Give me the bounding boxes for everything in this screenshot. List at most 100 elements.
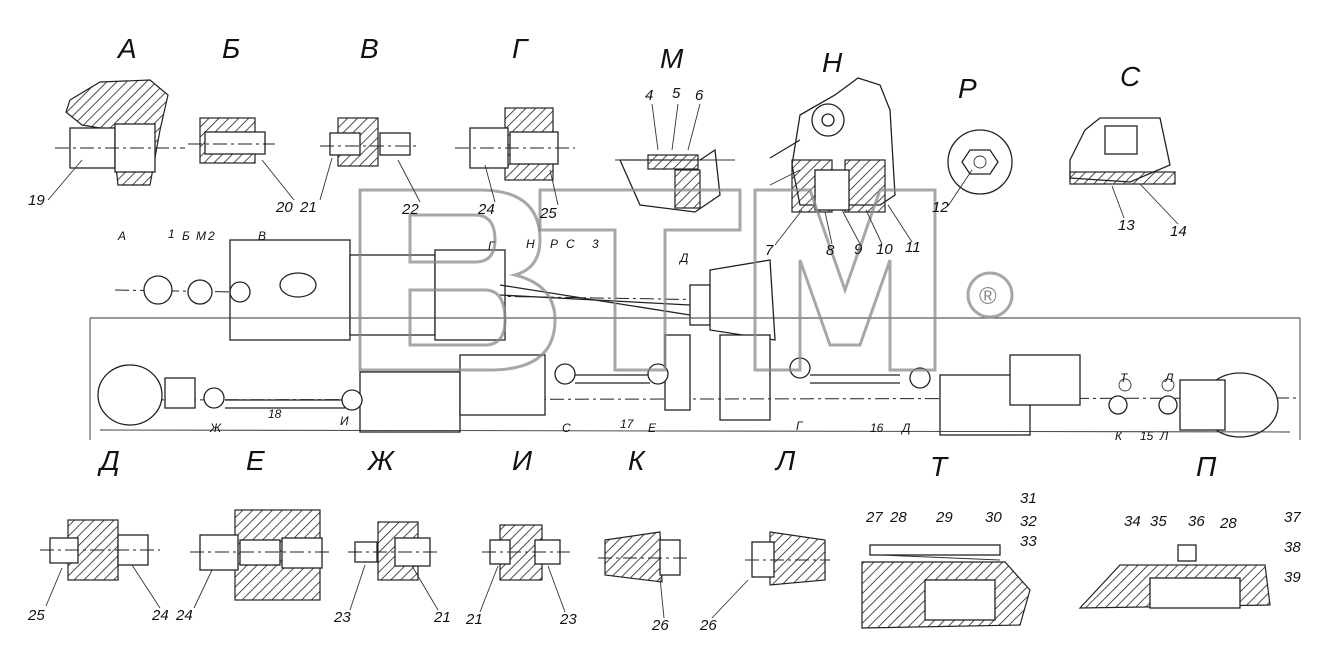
callout-top-14-17: 14 [1170,223,1187,240]
view-letter-top-2: Б [222,33,240,64]
view-letter-top-4: Г [512,33,529,64]
detail-view-r [947,129,1013,195]
callout-top-19-1-leader [47,159,83,201]
view-letter-bottom-3: Ж [366,445,396,476]
callout-top-7-10-leader [774,209,803,246]
detail-view-t [861,544,1031,629]
callout-top-11-14: 11 [905,239,921,256]
callout-bottom-39-23: 39 [1284,569,1301,586]
callout-bottom-29-12: 29 [935,509,953,526]
callout-bottom-35-18: 35 [1150,513,1167,530]
callout-mid-upper-12: Д [678,251,689,265]
callout-mid-lower-9: Д [900,421,911,435]
callout-bottom-26-8: 26 [651,617,669,634]
callout-top-9-12-leader [841,209,861,245]
callout-bottom-38-22: 38 [1284,539,1301,556]
callout-top-6-9: 6 [695,87,704,104]
callout-bottom-25-1: 25 [27,607,45,624]
callout-mid-lower-5: 17 [620,417,635,431]
callout-bottom-21-5-leader [411,565,439,611]
callout-bottom-26-9-leader [711,579,749,619]
detail-view-a [55,79,185,186]
callout-top-5-8: 5 [672,85,681,102]
callout-bottom-28-11: 28 [889,509,907,526]
callout-mid-upper-4: М [196,229,206,243]
detail-view-k [598,531,690,583]
callout-top-21-3: 21 [299,199,317,216]
callout-mid-lower-13: 15 [1140,429,1154,443]
view-letter-top-1: А [116,33,137,64]
callout-bottom-23-7-leader [547,565,566,613]
view-letter-top-7: Р [958,73,977,104]
callout-bottom-25-1-leader [45,567,63,607]
callout-mid-lower-12: К [1115,429,1123,443]
callout-top-8-11: 8 [826,242,835,259]
callout-bottom-24-3: 24 [175,607,193,624]
callout-top-10-13-leader [865,209,883,245]
callout-bottom-23-7: 23 [559,611,577,628]
view-letter-top-6: Н [822,47,843,78]
callout-mid-lower-11: Л [1164,371,1174,385]
callout-mid-lower-7: Г [796,419,804,433]
view-letter-bottom-4: И [512,445,533,476]
callout-mid-lower-2: 18 [268,407,282,421]
view-letter-top-5: М [660,43,684,74]
detail-view-g [455,107,575,181]
detail-view-v [320,117,418,167]
callout-mid-lower-10: Т [1120,371,1129,385]
callout-top-13-16: 13 [1118,217,1135,234]
callout-mid-lower-4: С [562,421,571,435]
callout-top-12-15-leader [947,169,973,207]
callout-top-12-15: 12 [932,199,949,216]
callout-top-25-6: 25 [539,205,557,222]
callout-bottom-37-21: 37 [1284,509,1301,526]
main-assembly [89,239,1301,440]
callout-top-20-2-leader [261,159,295,201]
callout-top-22-4-leader [397,159,421,203]
callout-top-20-2: 20 [275,199,293,216]
detail-view-s [1069,117,1176,185]
callout-bottom-21-6: 21 [465,611,483,628]
callout-bottom-26-9: 26 [699,617,717,634]
callout-bottom-31-14: 31 [1020,490,1037,507]
callout-bottom-23-4-leader [349,564,366,611]
callout-mid-upper-6: В [258,229,266,243]
detail-view-n [769,77,896,213]
callout-top-7-10: 7 [765,242,774,259]
callout-bottom-24-2-leader [131,564,161,609]
callout-top-14-17-leader [1139,183,1179,225]
detail-view-zh [348,521,438,581]
callout-mid-upper-5: 2 [207,229,215,243]
callout-top-4-7: 4 [645,87,653,104]
callout-top-22-4: 22 [401,201,419,218]
view-letter-bottom-5: К [628,445,646,476]
detail-view-b [188,117,275,164]
callout-bottom-32-15: 32 [1020,513,1037,530]
callout-bottom-24-2: 24 [151,607,169,624]
view-letter-bottom-7: Т [930,451,949,482]
watermark-registered-mark: ® [979,283,997,310]
callout-mid-upper-11: 3 [592,237,599,251]
callout-mid-lower-14: Л [1159,429,1169,443]
callout-bottom-26-8-leader [659,577,665,619]
callout-mid-lower-8: 16 [870,421,884,435]
callout-mid-upper-1: А [117,229,126,243]
callout-mid-upper-7: Г [488,239,496,253]
callout-mid-upper-8: Н [526,237,535,251]
callout-mid-lower-6: Е [648,421,657,435]
callout-mid-upper-9: Р [550,237,558,251]
callout-top-5-8-leader [671,103,679,151]
callout-bottom-23-4: 23 [333,609,351,626]
callout-top-24-5: 24 [477,201,495,218]
callout-bottom-21-6-leader [479,565,499,613]
view-letter-top-8: С [1120,61,1141,92]
callout-mid-lower-3: И [340,414,349,428]
callout-bottom-30-13: 30 [985,509,1002,526]
callout-top-9-12: 9 [854,241,863,258]
callout-mid-upper-3: Б [182,229,190,243]
callout-mid-upper-2: 1 [168,227,175,241]
detail-view-i [482,524,570,581]
callout-top-19-1: 19 [28,192,45,209]
detail-view-d [40,519,160,581]
view-letter-top-3: В [360,33,379,64]
